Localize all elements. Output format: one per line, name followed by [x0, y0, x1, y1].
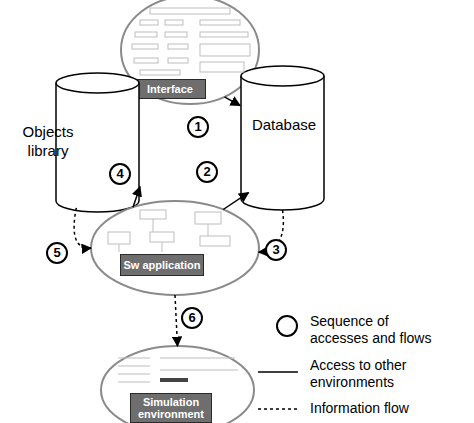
node-outline	[240, 65, 325, 210]
ellipse-outline	[91, 201, 259, 295]
ellipse-outline	[101, 346, 254, 423]
callout-number: 5	[46, 242, 68, 264]
information-flow	[74, 208, 91, 248]
node-label-box: Interface	[134, 79, 206, 99]
legend-dashed-sample	[258, 408, 298, 410]
legend-circle-sample	[277, 316, 297, 336]
cylinder-top	[56, 73, 139, 93]
callout-number: 6	[181, 307, 203, 329]
cylinder-top	[241, 66, 324, 86]
legend-text: Sequence of accesses and flows	[310, 313, 448, 347]
objects-library-cylinder: Objects library	[55, 72, 140, 212]
node-label: Database	[246, 115, 322, 134]
legend-text: Access to other environments	[310, 357, 448, 391]
cylinder-body	[56, 83, 139, 212]
callout-number: 1	[187, 116, 209, 138]
node-label-box: Simulation environment	[130, 393, 212, 423]
callout-number: 4	[109, 163, 131, 185]
cylinder-body	[241, 76, 324, 210]
node-label: Objects library	[11, 122, 85, 160]
interface-ellipse: Interface	[120, 0, 260, 105]
database-cylinder: Database	[240, 65, 325, 210]
node-label-box: Sw application	[120, 254, 204, 276]
ellipse-outline	[121, 0, 259, 104]
legend-text: Information flow	[310, 400, 448, 417]
sw-application-ellipse: Sw application	[90, 200, 260, 296]
information-flow	[175, 295, 178, 346]
callout-number: 3	[265, 239, 287, 261]
node-outline	[90, 200, 260, 296]
callout-number: 2	[196, 161, 218, 183]
legend-solid-sample	[258, 371, 298, 373]
simulation-environment-ellipse: Simulation environment	[100, 345, 255, 423]
access-line	[225, 97, 241, 106]
